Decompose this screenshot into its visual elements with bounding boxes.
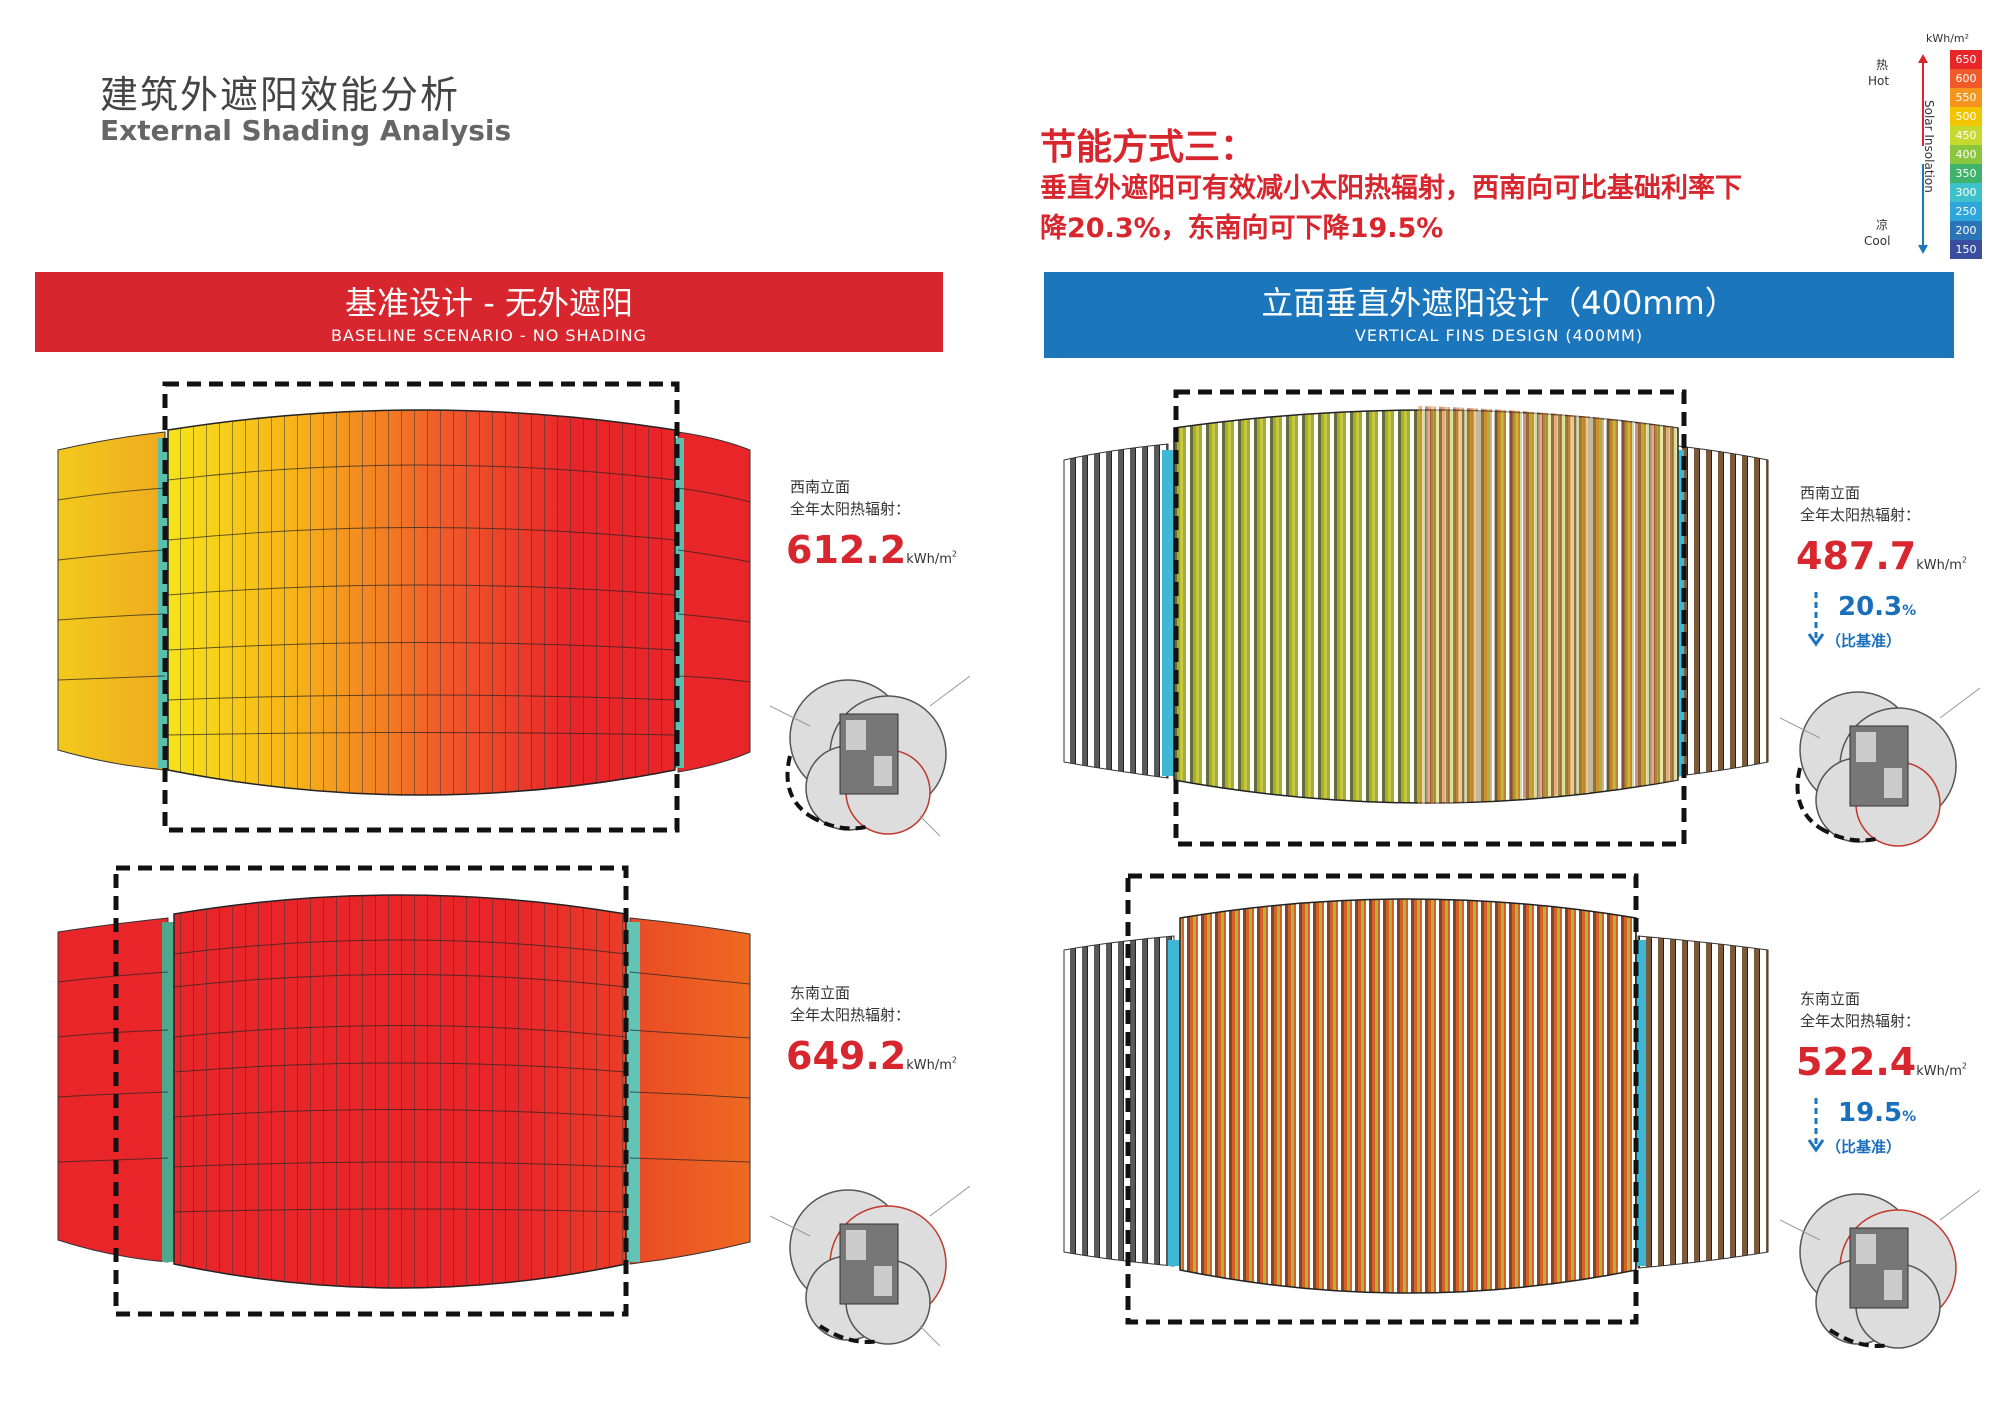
legend-step: 600 [1950, 69, 1982, 88]
legend-step: 550 [1950, 88, 1982, 107]
strategy-desc-line2: 降20.3%，东南向可下降19.5% [1040, 213, 1444, 244]
baseline-banner: 基准设计 - 无外遮阳 BASELINE SCENARIO - NO SHADI… [35, 272, 943, 352]
baseline-se-value: 649.2 [786, 1034, 907, 1078]
fins-se-unit: kWh/m [1916, 1064, 1962, 1079]
legend-cool-cn: 凉 [1876, 218, 1889, 232]
legend-cool-en: Cool [1864, 234, 1891, 248]
baseline-sw-value: 612.2 [786, 528, 907, 572]
legend-step: 300 [1950, 183, 1982, 202]
baseline-sw-radiation-label: 全年太阳热辐射： [790, 500, 911, 518]
fins-se-reduction-row: 19.5% [1838, 1098, 1916, 1128]
legend-unit: kWh/m² [1926, 32, 1970, 45]
baseline-sw-facade-render [57, 381, 751, 833]
baseline-se-radiation-label: 全年太阳热辐射： [790, 1006, 911, 1024]
fins-sw-facade-name: 西南立面 [1800, 484, 1861, 502]
legend-step: 450 [1950, 126, 1982, 145]
baseline-banner-cn: 基准设计 - 无外遮阳 [345, 284, 633, 322]
baseline-se-keyplan-diagram [770, 1185, 970, 1346]
fins-banner: 立面垂直外遮阳设计（400mm） VERTICAL FINS DESIGN (4… [1044, 272, 1954, 358]
baseline-sw-facade-name: 西南立面 [790, 478, 851, 496]
fins-sw-value-row: 487.7kWh/m2 [1796, 534, 1967, 578]
fins-se-radiation-label: 全年太阳热辐射： [1800, 1012, 1921, 1030]
legend-step: 200 [1950, 221, 1982, 240]
fins-se-reduction-unit: % [1902, 1109, 1917, 1125]
legend-step: 500 [1950, 107, 1982, 126]
page-title-cn: 建筑外遮阳效能分析 [100, 73, 461, 117]
fins-sw-keyplan-diagram [1780, 687, 1980, 847]
legend-step: 650 [1950, 50, 1982, 69]
fins-sw-value: 487.7 [1796, 534, 1917, 578]
baseline-se-facade-render [57, 865, 751, 1317]
baseline-sw-unit-sup: 2 [951, 549, 957, 559]
fins-sw-down-arrow-icon [1807, 592, 1825, 647]
fins-se-facade-name: 东南立面 [1800, 990, 1861, 1008]
fins-se-down-arrow-icon [1807, 1098, 1825, 1153]
legend-step: 250 [1950, 202, 1982, 221]
fins-banner-cn: 立面垂直外遮阳设计（400mm） [1261, 284, 1737, 322]
fins-se-value-row: 522.4kWh/m2 [1796, 1040, 1967, 1084]
legend-step: 150 [1950, 240, 1982, 259]
fins-sw-unit-sup: 2 [1961, 555, 1967, 565]
baseline-sw-value-row: 612.2kWh/m2 [786, 528, 957, 572]
color-legend: kWh/m² 650 600 550 500 450 400 350 300 2… [1840, 30, 1990, 260]
baseline-se-facade-name: 东南立面 [790, 984, 851, 1002]
fins-sw-radiation-label: 全年太阳热辐射： [1800, 506, 1921, 524]
strategy-desc-line1: 垂直外遮阳可有效减小太阳热辐射，西南向可比基础利率下 [1040, 173, 1742, 204]
baseline-se-unit-sup: 2 [951, 1055, 957, 1065]
legend-step: 400 [1950, 145, 1982, 164]
legend-hot-cn: 热 [1876, 58, 1889, 72]
legend-arrow-icon [1918, 54, 1928, 254]
fins-sw-facade-render [1063, 389, 1769, 847]
fins-sw-compare-label: （比基准） [1826, 632, 1902, 650]
fins-se-compare-label: （比基准） [1826, 1138, 1902, 1156]
baseline-se-value-row: 649.2kWh/m2 [786, 1034, 957, 1078]
fins-se-facade-render [1063, 873, 1769, 1325]
fins-se-value: 522.4 [1796, 1040, 1917, 1084]
fins-se-unit-sup: 2 [1961, 1061, 1967, 1071]
fins-sw-unit: kWh/m [1916, 558, 1962, 573]
baseline-sw-unit: kWh/m [906, 552, 952, 567]
fins-sw-reduction-row: 20.3% [1838, 592, 1916, 622]
page-title-en: External Shading Analysis [100, 114, 512, 147]
legend-step: 350 [1950, 164, 1982, 183]
fins-sw-reduction: 20.3 [1838, 592, 1903, 622]
legend-steps: 650 600 550 500 450 400 350 300 250 200 … [1950, 50, 1982, 259]
fins-sw-reduction-unit: % [1902, 603, 1917, 619]
baseline-sw-keyplan-diagram [770, 675, 970, 836]
fins-se-reduction: 19.5 [1838, 1098, 1903, 1128]
baseline-banner-en: BASELINE SCENARIO - NO SHADING [331, 326, 647, 345]
baseline-se-unit: kWh/m [906, 1058, 952, 1073]
legend-hot-en: Hot [1868, 74, 1890, 88]
fins-banner-en: VERTICAL FINS DESIGN (400MM) [1354, 326, 1644, 345]
strategy-headline: 节能方式三： [1040, 127, 1257, 168]
fins-se-keyplan-diagram [1780, 1189, 1980, 1349]
